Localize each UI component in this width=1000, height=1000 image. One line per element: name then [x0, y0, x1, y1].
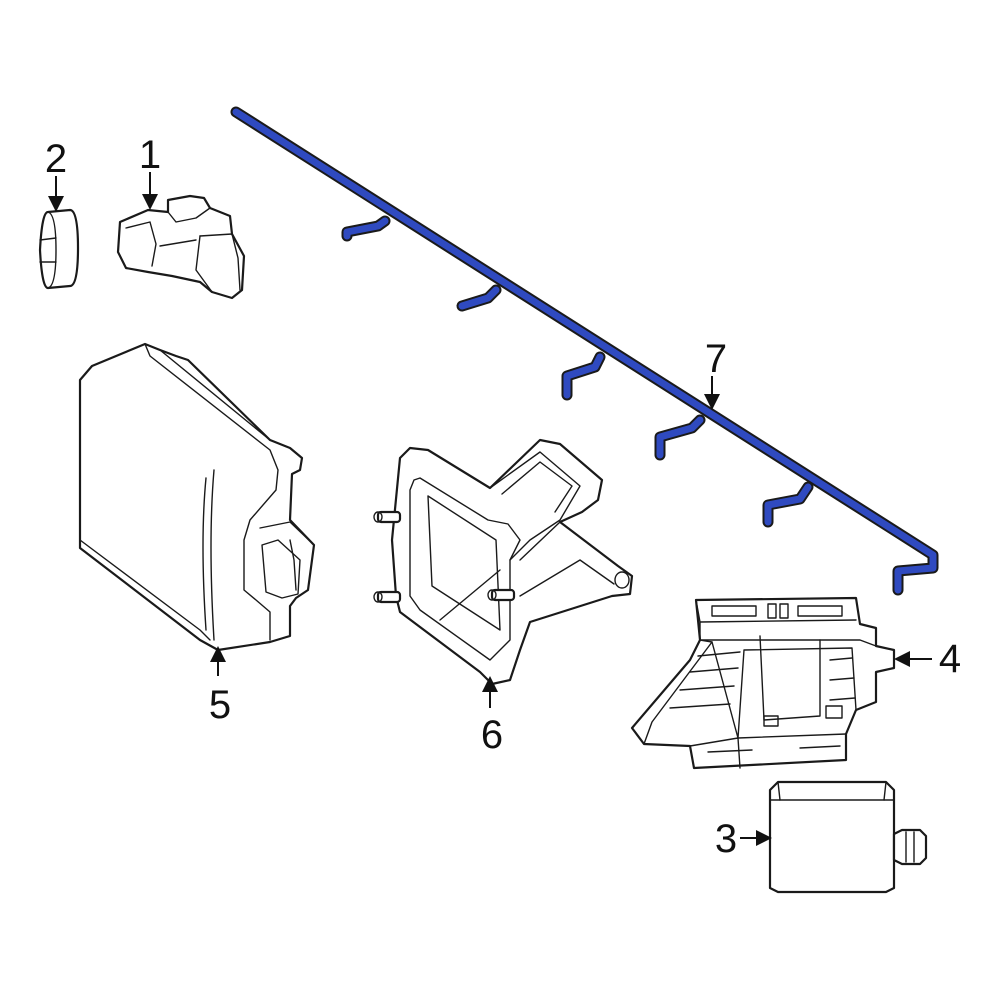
callout-label-2: 2 [45, 137, 67, 181]
callout-label-3: 3 [715, 817, 737, 861]
radar-module[interactable] [768, 780, 928, 894]
callout-label-6: 6 [481, 713, 503, 757]
callout-label-4: 4 [939, 637, 961, 681]
bracket-stud [487, 588, 516, 602]
harness-branch-2 [458, 286, 500, 310]
harness-branch-3 [563, 353, 604, 399]
mounting-bracket[interactable] [373, 438, 634, 686]
sensor-cap[interactable] [38, 208, 80, 290]
harness-branch-5 [764, 483, 812, 526]
parking-sensor[interactable] [116, 194, 246, 300]
control-module[interactable] [78, 342, 316, 652]
callout-label-5: 5 [209, 683, 231, 727]
harness-branch-4 [656, 416, 704, 459]
harness-main-trunk [232, 108, 937, 594]
bracket-stud [373, 510, 402, 524]
wiring-harness[interactable] [230, 106, 939, 596]
harness-branch-1 [343, 217, 389, 240]
radar-sensor[interactable] [630, 596, 896, 770]
callout-label-1: 1 [139, 133, 161, 177]
bracket-stud [373, 590, 402, 604]
callout-label-7: 7 [705, 337, 727, 381]
